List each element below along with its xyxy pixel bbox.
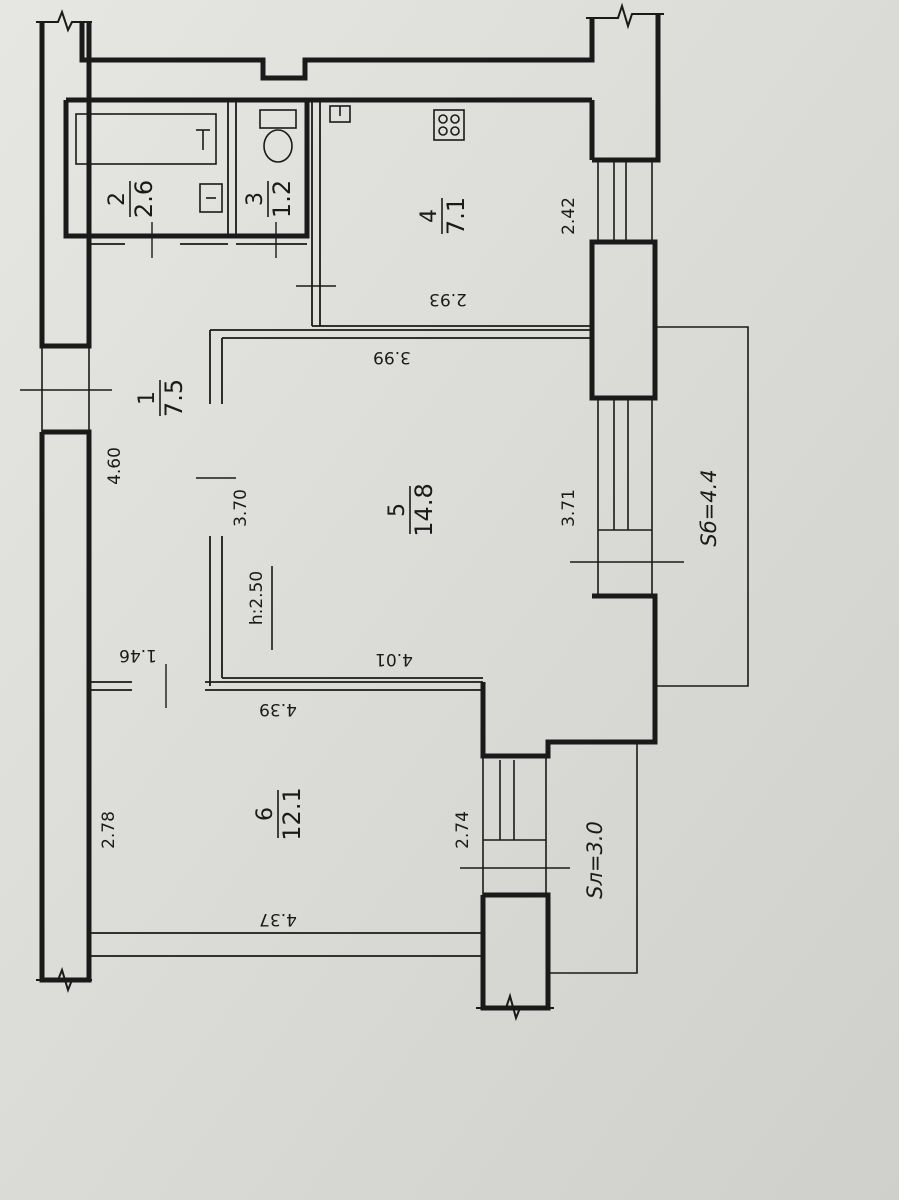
dim-kitchen-width: 2.93 (429, 289, 467, 309)
room-label-3: 3 1.2 (243, 180, 296, 218)
toilet-icon (259, 109, 297, 163)
room-5-area: 14.8 (410, 483, 438, 536)
stove-icon (433, 109, 465, 141)
room-label-6: 6 12.1 (253, 787, 306, 840)
room-label-5: 5 14.8 (385, 483, 438, 536)
dim-hall-length: 4.60 (105, 447, 125, 485)
dim-living-left: 3.70 (231, 489, 251, 527)
door-marks (151, 222, 336, 708)
window-living (570, 398, 684, 596)
room-4-area: 7.1 (442, 197, 470, 235)
window-left (20, 346, 112, 432)
room-2-number: 2 (105, 192, 130, 206)
room-3-number: 3 (243, 192, 268, 206)
interior-partitions (89, 100, 592, 957)
room-1-area: 7.5 (160, 379, 188, 417)
window-bedroom (460, 756, 570, 895)
room-label-4: 4 7.1 (417, 197, 470, 235)
dim-living-right: 3.71 (559, 489, 579, 527)
room-2-area: 2.6 (130, 180, 158, 218)
dim-living-bottom: 4.01 (375, 649, 413, 669)
dim-bedroom-top: 4.39 (259, 699, 297, 719)
room-label-1: 1 7.5 (135, 379, 188, 417)
window-kitchen (597, 160, 653, 242)
dim-kitchen-depth: 2.42 (559, 197, 579, 235)
room-label-2: 2 2.6 (105, 180, 158, 218)
dim-bedroom-right: 2.74 (453, 811, 473, 849)
wall-break-marks (36, 2, 664, 1022)
ceiling-height: h:2.50 (247, 571, 267, 625)
loggia-area: Sл=3.0 (583, 821, 607, 899)
room-6-number: 6 (253, 807, 278, 821)
room-1-number: 1 (135, 391, 160, 405)
room-3-area: 1.2 (268, 180, 296, 218)
room-4-number: 4 (417, 209, 442, 223)
balcony-outline (657, 326, 749, 687)
kitchen-sink-icon (329, 105, 351, 123)
room-6-area: 12.1 (278, 787, 306, 840)
sink-icon (199, 183, 223, 213)
room-5-number: 5 (385, 503, 410, 517)
dim-hall-width: 1.46 (119, 645, 157, 665)
balcony-area: Sб=4.4 (697, 469, 721, 546)
dim-bedroom-bottom: 4.37 (259, 909, 297, 929)
dim-living-top: 3.99 (373, 347, 411, 367)
dim-bedroom-left: 2.78 (99, 811, 119, 849)
bathtub-icon (75, 113, 217, 165)
